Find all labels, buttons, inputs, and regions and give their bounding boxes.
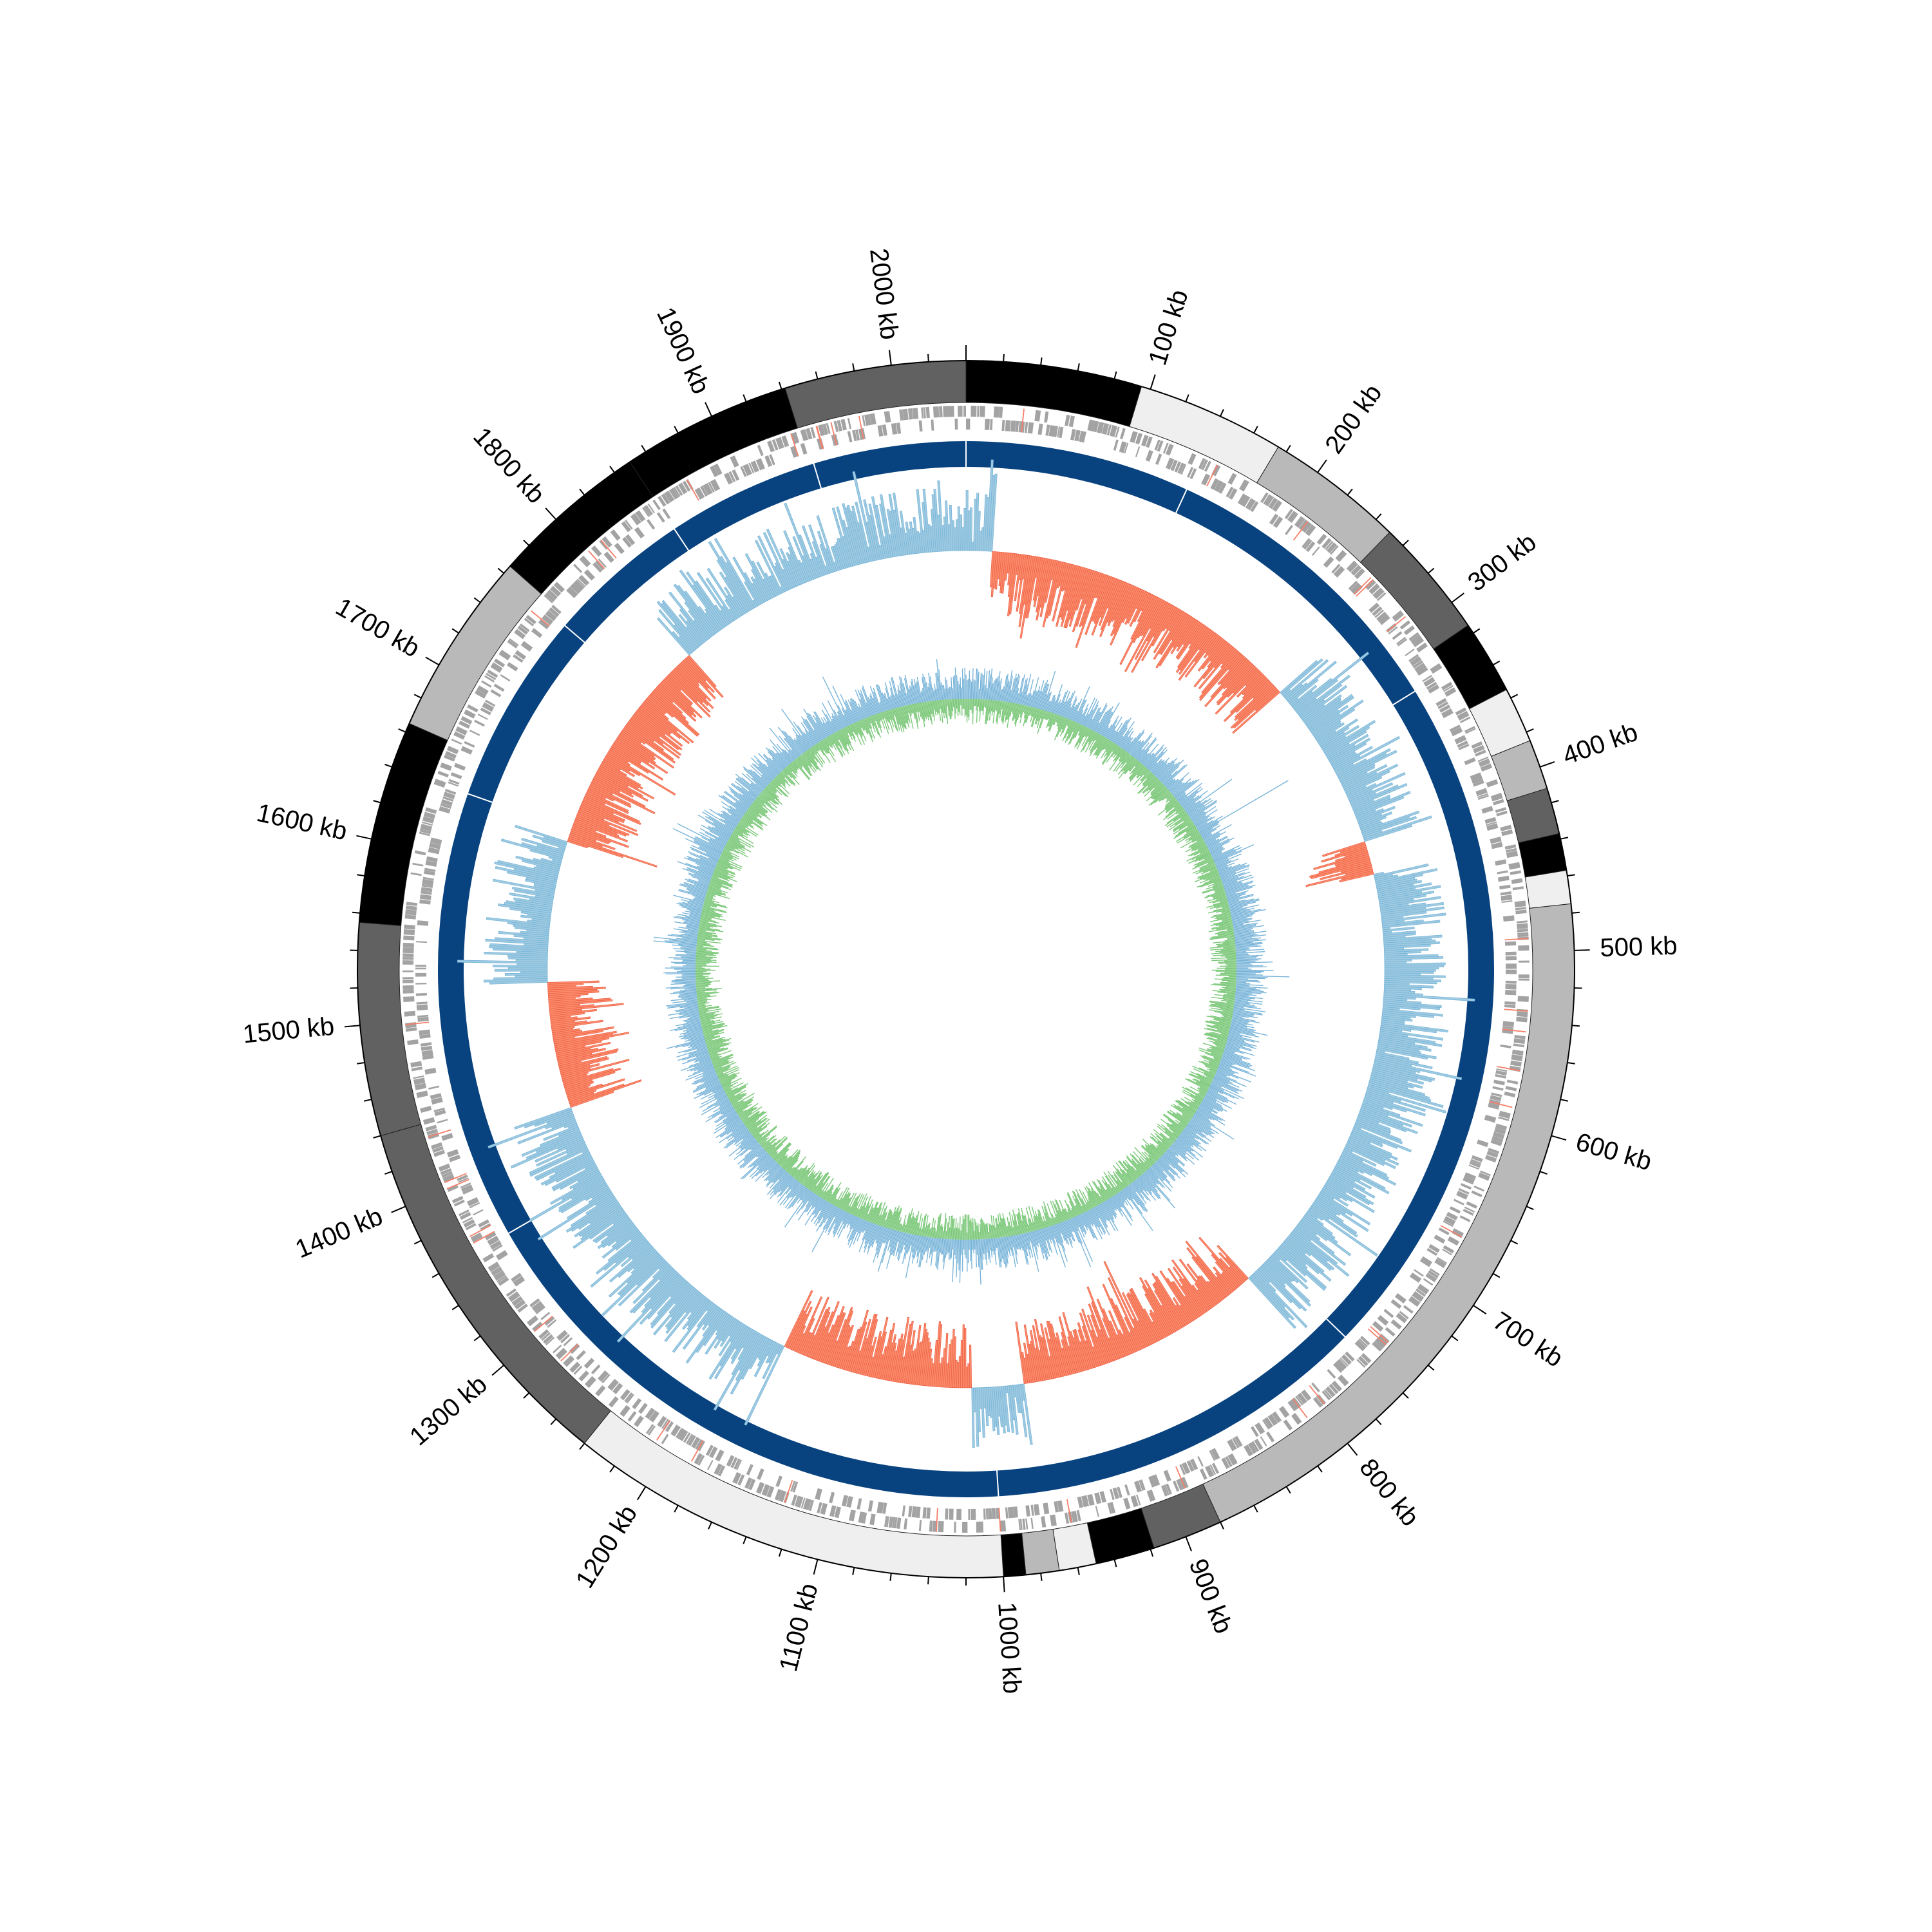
gc-content-above — [653, 659, 1290, 1285]
axis-tick-label: 500 kb — [1600, 932, 1678, 963]
backbone-gap — [564, 625, 586, 643]
axis-tick-label: 1000 kb — [992, 1602, 1027, 1695]
axis-tick-label: 1700 kb — [331, 592, 424, 663]
axis-tick-label: 1900 kb — [651, 303, 715, 399]
gc-content-below — [695, 698, 1237, 1240]
contig-ring — [357, 360, 1575, 1578]
gc-skew-negative — [457, 459, 1475, 1448]
axis-tick-label: 1500 kb — [242, 1012, 336, 1049]
axis-tick-label: 1300 kb — [404, 1370, 493, 1451]
axis-tick-label: 800 kb — [1354, 1454, 1425, 1531]
axis-tick-label: 1100 kb — [774, 1580, 824, 1674]
contig-block — [1086, 1508, 1155, 1564]
backbone-gap — [467, 793, 493, 804]
backbone-gap — [673, 528, 690, 552]
contig-block — [784, 360, 967, 429]
axis-tick-label: 1600 kb — [254, 799, 350, 846]
gc-content-track — [653, 659, 1290, 1285]
axis-tick-label: 2000 kb — [864, 247, 904, 341]
position-axis: 100 kb 200 kb 300 kb 400 kb 500 kb 600 kb 700 … — [242, 247, 1678, 1694]
axis-tick-label: 600 kb — [1573, 1128, 1655, 1176]
axis-tick-label: 400 kb — [1559, 718, 1642, 770]
axis-tick-label: 100 kb — [1143, 286, 1193, 368]
backbone-gap — [813, 462, 822, 489]
axis-tick-label: 300 kb — [1463, 528, 1541, 597]
axis-tick-label: 1800 kb — [468, 422, 550, 509]
axis-tick-label: 700 kb — [1488, 1307, 1567, 1373]
gc-skew-positive — [547, 551, 1374, 1388]
contig-block — [1000, 1533, 1027, 1577]
contig-block — [1359, 531, 1469, 650]
backbone-gap — [996, 1470, 999, 1497]
axis-tick-marks — [345, 345, 1590, 1593]
contig-block — [359, 723, 448, 926]
axis-tick-label: 900 kb — [1184, 1555, 1238, 1638]
contig-block — [1524, 869, 1572, 909]
contig-block — [965, 360, 1142, 428]
axis-tick-label: 200 kb — [1320, 379, 1387, 459]
axis-tick-label: 1400 kb — [291, 1202, 386, 1264]
contig-block — [1021, 1529, 1060, 1575]
backbone-gap — [507, 1219, 532, 1235]
backbone-gap — [1325, 1318, 1347, 1338]
backbone-ring — [438, 440, 1494, 1497]
axis-tick-label: 1200 kb — [571, 1501, 643, 1593]
gc-skew-track — [457, 459, 1475, 1448]
backbone-gap — [1175, 488, 1188, 514]
backbone-gap — [1392, 690, 1416, 706]
